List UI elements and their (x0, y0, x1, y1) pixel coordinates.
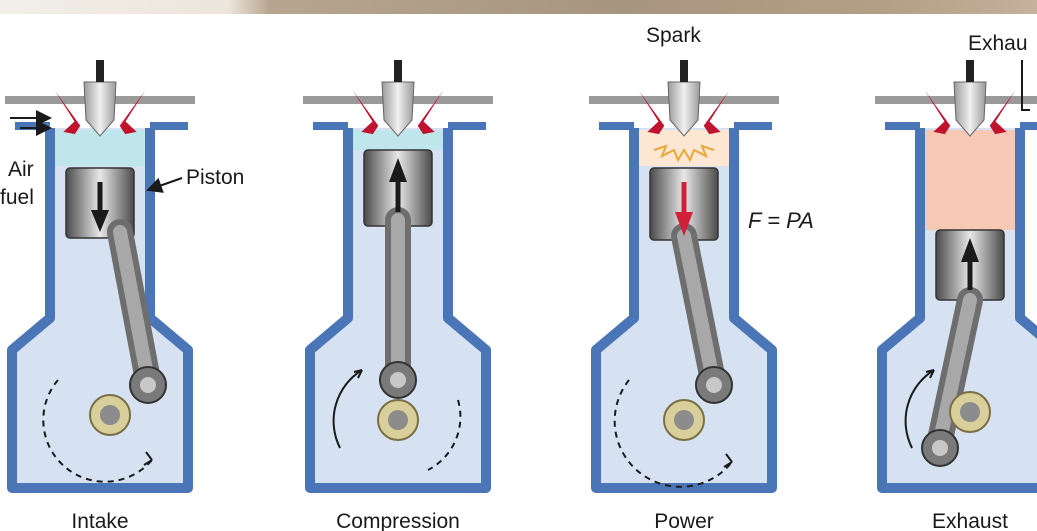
air-label: Air (8, 158, 34, 181)
exhaust-chamber (925, 130, 1015, 230)
spark-label: Spark (646, 24, 701, 47)
stage-label-power: Power (654, 510, 714, 531)
power-piston-arrow (675, 212, 693, 236)
exhaust-top-label: Exhau (968, 32, 1028, 55)
engine-intake (5, 60, 195, 493)
exhaust-piston-arrow (961, 238, 979, 262)
engine-compression (303, 60, 493, 493)
engine-exhaust (875, 60, 1037, 493)
stage-label-compression: Compression (336, 510, 460, 531)
spark-burst (653, 144, 715, 163)
stage-label-intake: Intake (71, 510, 128, 531)
compression-piston-arrow (389, 158, 407, 182)
stage-label-exhaust: Exhaust (932, 510, 1008, 531)
piston-label: Piston (186, 166, 244, 189)
engine-power (589, 60, 779, 493)
formula-label: F = PA (748, 208, 814, 233)
fuel-label: fuel (0, 186, 34, 209)
compression-chamber (353, 130, 443, 150)
intake-piston-arrow (91, 210, 109, 232)
top-edge-strip (0, 0, 1037, 14)
